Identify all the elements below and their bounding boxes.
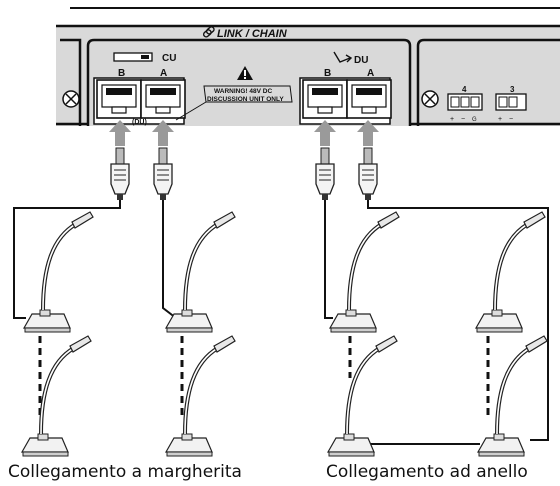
insertion-arrow [357,120,379,146]
ring-cables [324,200,549,445]
microphone-unit-icon [328,210,401,334]
terminal-3-label: 3 [510,85,515,94]
caption-ring: Collegamento ad anello [326,462,528,482]
terminal-minus: − [509,116,513,123]
insertion-arrow [109,120,131,146]
cu-port-a-label: A [160,68,167,79]
terminal-4-label: 4 [462,85,467,94]
microphone-unit-icon [22,210,95,334]
warning-box [203,85,293,103]
screw-icon [62,90,80,108]
warning-line-2: DISCUSSION UNIT ONLY [207,96,284,103]
du-port-b-label: B [324,68,331,79]
left-section-frame [60,38,82,126]
microphone-unit-icon [20,334,93,458]
section-title: LINK / CHAIN [217,28,288,40]
rj45-plug-icon [358,147,378,201]
insertion-arrow [152,120,174,146]
terminal-block-3[interactable] [495,93,527,111]
du-port-a[interactable] [346,79,392,119]
cu-port-b-label: B [118,68,125,79]
screw-icon [421,90,439,108]
cu-sub-label: (DU) [132,119,147,126]
terminal-plus: + [450,116,454,123]
insertion-arrow [314,120,336,146]
microphone-unit-icon [326,334,399,458]
continuation-lines [38,336,490,418]
microphone-unit-icon [474,210,547,334]
du-label: DU [354,55,368,66]
microphone-unit-icon [164,334,237,458]
warning-line-1: WARNING! 48V DC [214,88,272,95]
daisy-chain-cables [13,200,177,319]
right-section-frame [416,38,560,126]
rj45-plug-icon [315,147,335,201]
rj45-plug-icon [110,147,130,201]
cu-switch-icon [113,52,153,62]
cu-label: CU [162,53,176,64]
rj45-plug-icon [153,147,173,201]
cu-port-a[interactable] [140,79,186,119]
microphone-unit-icon [164,210,237,334]
terminal-ground: G [472,117,477,123]
cu-port-b[interactable] [96,79,142,119]
warning-icon [237,66,253,80]
terminal-block-4[interactable] [447,93,483,111]
link-icon [202,26,215,38]
terminal-minus: − [461,116,465,123]
du-arrow-icon [333,51,353,63]
du-port-a-label: A [367,68,374,79]
caption-daisy-chain: Collegamento a margherita [8,462,242,482]
du-port-b[interactable] [302,79,348,119]
terminal-plus: + [498,116,502,123]
